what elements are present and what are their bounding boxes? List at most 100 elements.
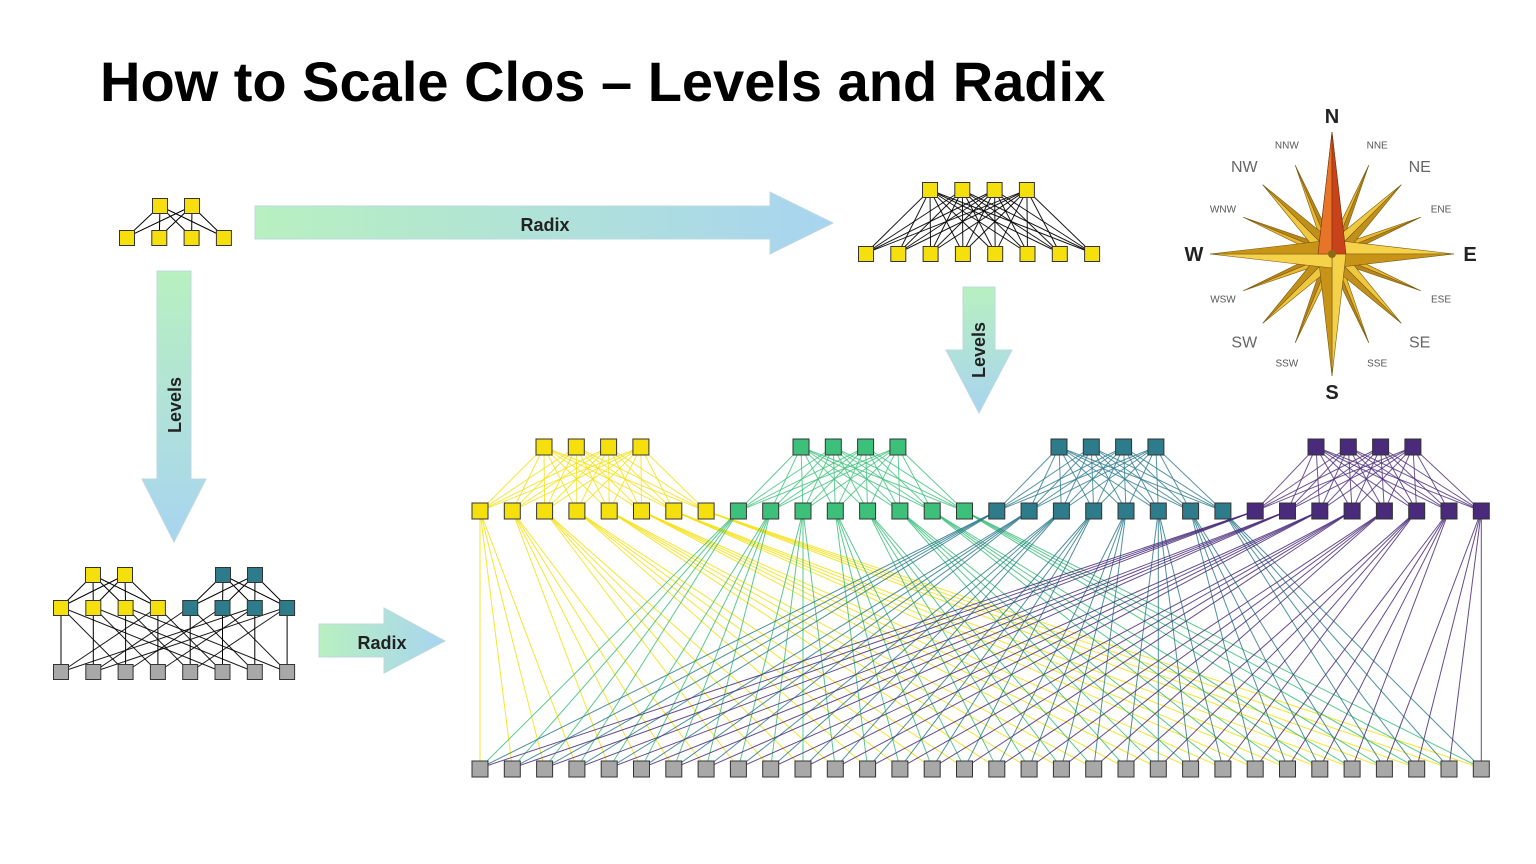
link bbox=[157, 606, 256, 673]
link bbox=[608, 446, 642, 512]
leaf-switch bbox=[503, 760, 521, 778]
leaf-switch bbox=[891, 760, 909, 778]
leaf-switch bbox=[1020, 760, 1038, 778]
link bbox=[60, 606, 159, 673]
aggregation-switch bbox=[1311, 502, 1329, 520]
leaf-switch bbox=[762, 760, 780, 778]
spine-switch bbox=[1307, 438, 1325, 456]
link bbox=[1254, 446, 1381, 512]
link bbox=[93, 606, 288, 673]
aggregation-switch bbox=[600, 502, 618, 520]
spine-switch bbox=[1339, 438, 1357, 456]
link bbox=[996, 510, 1385, 769]
link bbox=[479, 446, 577, 512]
link bbox=[738, 446, 834, 512]
leaf-switch bbox=[1085, 760, 1103, 778]
link bbox=[1351, 510, 1450, 769]
leaf-switch bbox=[600, 760, 618, 778]
leaf-switch bbox=[53, 664, 69, 680]
spine-switch bbox=[1082, 438, 1100, 456]
link bbox=[1448, 510, 1482, 769]
leaf-switch bbox=[471, 760, 489, 778]
aggregation-switch bbox=[891, 502, 909, 520]
leaf-switch bbox=[826, 760, 844, 778]
compass-point bbox=[1331, 239, 1455, 255]
radix-arrow-top: Radix bbox=[254, 191, 835, 255]
link bbox=[60, 574, 126, 608]
link bbox=[1383, 510, 1482, 769]
aggregation-switch bbox=[988, 502, 1006, 520]
link bbox=[544, 510, 739, 769]
aggregation-switch bbox=[1214, 502, 1232, 520]
link bbox=[1383, 446, 1414, 512]
large-clos-network bbox=[471, 438, 1490, 778]
compass-label: NNE bbox=[1367, 140, 1388, 151]
compass-point bbox=[1209, 253, 1333, 269]
compass-label: N bbox=[1325, 106, 1339, 128]
leaf-switch bbox=[1182, 760, 1200, 778]
link bbox=[673, 510, 1288, 769]
link bbox=[1125, 510, 1418, 769]
link bbox=[512, 510, 998, 769]
link bbox=[673, 510, 772, 769]
aggregation-switch bbox=[1117, 502, 1135, 520]
link bbox=[1061, 446, 1157, 512]
spine-switch bbox=[1115, 438, 1133, 456]
link bbox=[93, 606, 191, 673]
spine-switch bbox=[152, 198, 168, 214]
level-scaled-network bbox=[53, 567, 296, 680]
leaf-switch bbox=[151, 230, 168, 246]
link bbox=[126, 205, 193, 238]
aggregation-switch bbox=[1408, 502, 1426, 520]
link bbox=[931, 510, 1095, 769]
link bbox=[1255, 446, 1414, 512]
link bbox=[1412, 446, 1482, 512]
link bbox=[511, 510, 610, 769]
aggregation-switch bbox=[117, 600, 134, 616]
link bbox=[60, 606, 255, 673]
spine-switch bbox=[117, 567, 133, 583]
link bbox=[930, 189, 1028, 254]
link bbox=[479, 446, 642, 512]
link bbox=[479, 510, 998, 769]
aggregation-switch bbox=[826, 502, 844, 520]
link bbox=[996, 446, 1060, 512]
leaf-switch bbox=[858, 246, 874, 262]
spine-switch bbox=[600, 438, 618, 456]
link bbox=[608, 510, 1030, 769]
aggregation-switch bbox=[1085, 502, 1103, 520]
spine-switch bbox=[986, 182, 1003, 198]
link bbox=[1351, 446, 1414, 512]
levels-arrow-left-label: Levels bbox=[165, 377, 185, 433]
link bbox=[1026, 189, 1028, 254]
leaf-switch bbox=[1019, 246, 1036, 262]
leaf-switch bbox=[923, 760, 941, 778]
link bbox=[738, 510, 1321, 769]
aggregation-switch bbox=[1343, 502, 1361, 520]
link bbox=[608, 510, 772, 769]
leaf-switch bbox=[568, 760, 586, 778]
link bbox=[641, 510, 772, 769]
link bbox=[738, 446, 866, 512]
link bbox=[770, 510, 1321, 769]
link bbox=[576, 510, 1256, 769]
link bbox=[576, 510, 998, 769]
link bbox=[511, 510, 739, 769]
leaf-switch bbox=[1084, 246, 1101, 262]
link bbox=[544, 510, 804, 769]
spine-switch bbox=[1147, 438, 1165, 456]
compass-needle bbox=[1331, 131, 1347, 255]
leaf-switch bbox=[1214, 760, 1232, 778]
compass-point bbox=[1209, 239, 1333, 255]
link bbox=[673, 510, 1030, 769]
link bbox=[641, 510, 1288, 769]
compass-label: W bbox=[1185, 244, 1204, 266]
spine-switch bbox=[1050, 438, 1068, 456]
leaf-switch bbox=[214, 664, 231, 680]
leaf-switch bbox=[697, 760, 715, 778]
link bbox=[1254, 510, 1450, 769]
aggregation-switch bbox=[214, 600, 231, 616]
link bbox=[479, 510, 578, 769]
